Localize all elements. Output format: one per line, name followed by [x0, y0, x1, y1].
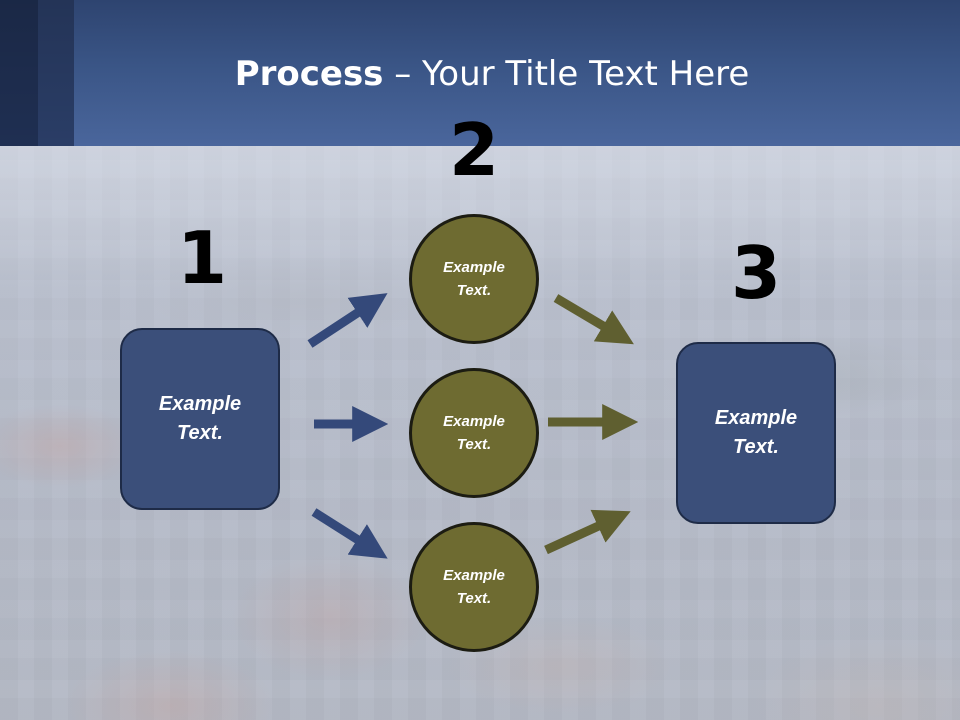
header-accent-shade [0, 0, 74, 146]
header-accent-strip [38, 0, 74, 146]
arrow-start-to-bottom [311, 508, 388, 559]
title-bold: Process [234, 54, 384, 94]
title-rest: – Your Title Text Here [383, 54, 750, 94]
header-band [0, 0, 960, 146]
end-box-label: Example Text. [714, 407, 798, 458]
header-accent-strip [0, 0, 38, 146]
circle-top-label: Example Text. [443, 259, 505, 299]
slide-title: Process – Your Title Text Here [0, 54, 960, 94]
end-box[interactable]: Example Text. [676, 342, 836, 524]
start-box-label: Example Text. [158, 393, 242, 444]
circle-middle-label: Example Text. [443, 413, 505, 453]
circle-middle[interactable]: Example Text. [409, 368, 539, 498]
step-number-1: 1 [177, 216, 228, 300]
arrow-top-to-end [553, 294, 634, 345]
circle-top[interactable]: Example Text. [409, 214, 539, 344]
start-box[interactable]: Example Text. [120, 328, 280, 510]
step-number-2: 2 [449, 108, 500, 192]
arrow-start-to-top [307, 293, 388, 348]
step-number-3: 3 [731, 231, 782, 315]
circle-bottom[interactable]: Example Text. [409, 522, 539, 652]
circle-bottom-label: Example Text. [443, 567, 505, 607]
arrow-bottom-to-end [544, 509, 631, 555]
